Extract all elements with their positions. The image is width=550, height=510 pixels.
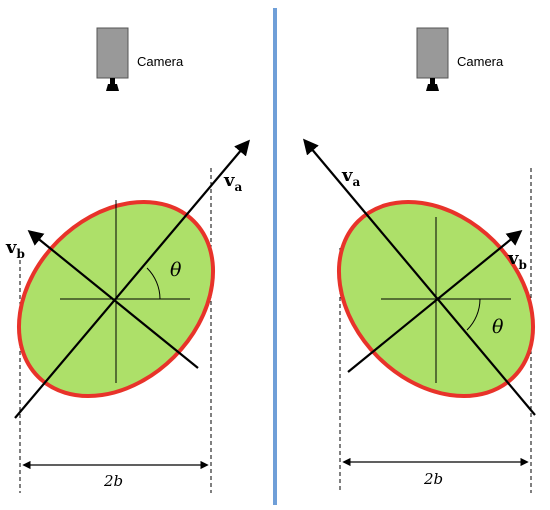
axis-a-label: va	[341, 165, 360, 189]
camera-icon	[96, 27, 129, 91]
axis-b-label: vb	[5, 237, 25, 261]
axis-a-arrow	[303, 138, 536, 416]
angle-label: θ	[170, 259, 182, 281]
width-label: 2b	[423, 470, 443, 488]
angle-arc	[146, 267, 161, 300]
left-panel: Camera θ va vb 2b	[5, 27, 250, 493]
angle-arc	[466, 298, 481, 331]
axis-a-label: va	[223, 170, 242, 194]
axis-b-arrow	[27, 230, 199, 369]
right-panel: Camera θ va vb 2b	[303, 27, 536, 493]
axis-b-label: vb	[507, 248, 527, 272]
axis-b-arrow	[347, 230, 523, 373]
camera-label: Camera	[457, 54, 504, 69]
angle-label: θ	[492, 316, 504, 338]
width-label: 2b	[103, 472, 123, 490]
axis-a-arrow	[14, 139, 250, 419]
camera-icon	[416, 27, 449, 91]
camera-label: Camera	[137, 54, 184, 69]
